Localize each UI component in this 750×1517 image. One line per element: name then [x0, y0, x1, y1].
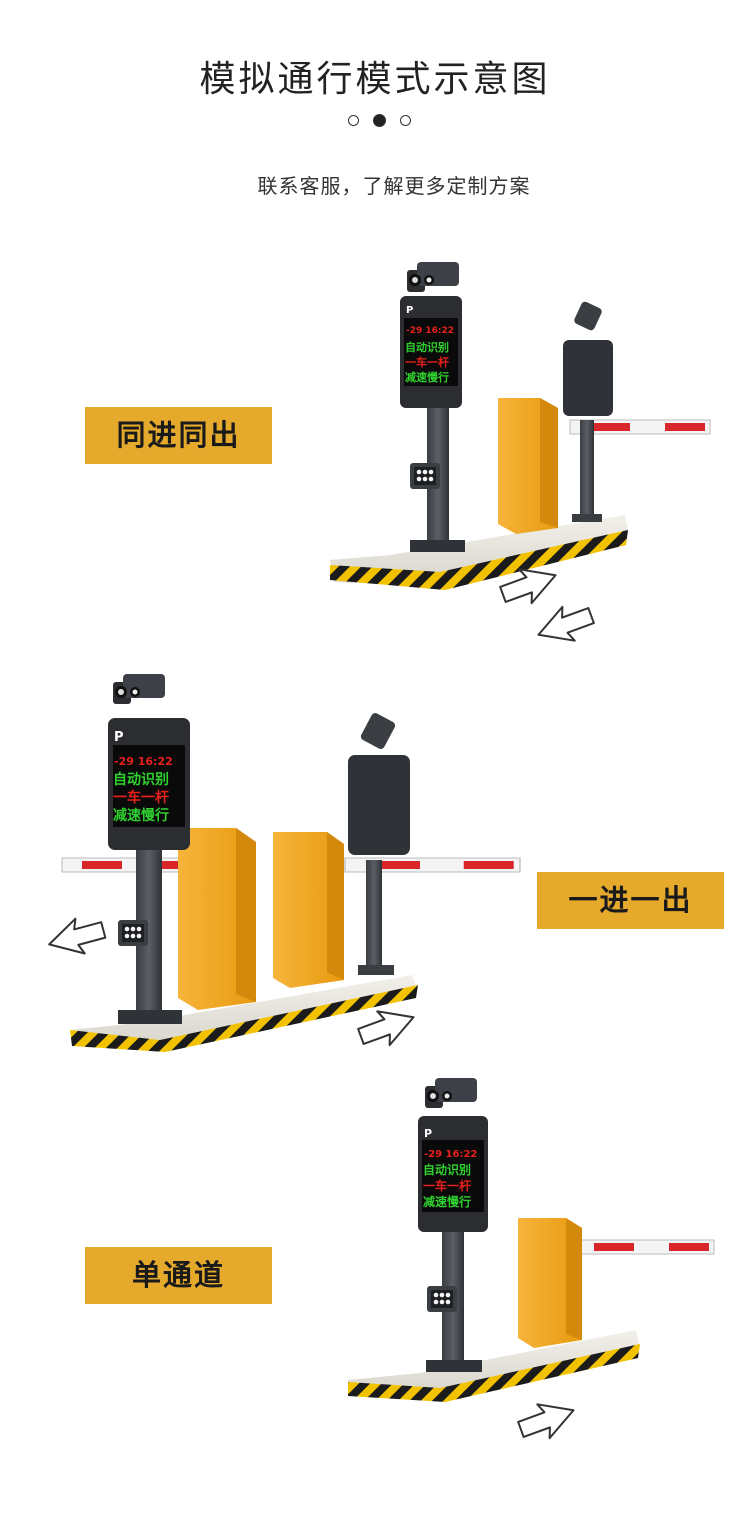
- screen-line2-text-3: 一车一杆: [423, 1178, 471, 1193]
- screen-line1-text-3: 自动识别: [423, 1162, 471, 1177]
- screen-line1-text-2: 自动识别: [113, 771, 169, 788]
- page-title: 模拟通行模式示意图: [199, 59, 551, 100]
- screen-line2-text-2: 一车一杆: [113, 789, 169, 806]
- carousel-dot-2[interactable]: [373, 114, 386, 127]
- page-subtitle: 联系客服，了解更多定制方案: [257, 174, 531, 198]
- screen-line3-text-3: 减速慢行: [423, 1194, 471, 1209]
- screen-line3-text-2: 减速慢行: [113, 807, 169, 824]
- screen-time-text-2: -29 16:22: [114, 755, 173, 768]
- mode-label-single-lane: 单通道: [85, 1247, 272, 1304]
- screen-line3-text: 减速慢行: [405, 370, 449, 384]
- screen-logo-text-2: P: [114, 730, 124, 745]
- scene-same-in-out: P -29 16:22 自动识别 一车一杆 减速慢行: [330, 262, 711, 653]
- scene-one-in-one-out: P -29 16:22 自动识别 一车一杆 减速慢行: [43, 674, 521, 1055]
- screen-time-text-3: -29 16:22: [424, 1149, 477, 1160]
- carousel-dot-1[interactable]: [348, 115, 359, 126]
- mode-label-one-in-one-out: 一进一出: [537, 872, 724, 929]
- mode-label-same-in-out: 同进同出: [85, 407, 272, 464]
- screen-line1-text: 自动识别: [405, 340, 449, 354]
- screen-line2-text: 一车一杆: [405, 355, 449, 369]
- screen-time-text: -29 16:22: [406, 326, 454, 336]
- screen-logo-text: P: [406, 305, 413, 316]
- carousel-dot-3[interactable]: [400, 115, 411, 126]
- screen-logo-text-3: P: [424, 1127, 432, 1140]
- scene-single-lane: P -29 16:22 自动识别 一车一杆 减速慢行: [348, 1078, 715, 1448]
